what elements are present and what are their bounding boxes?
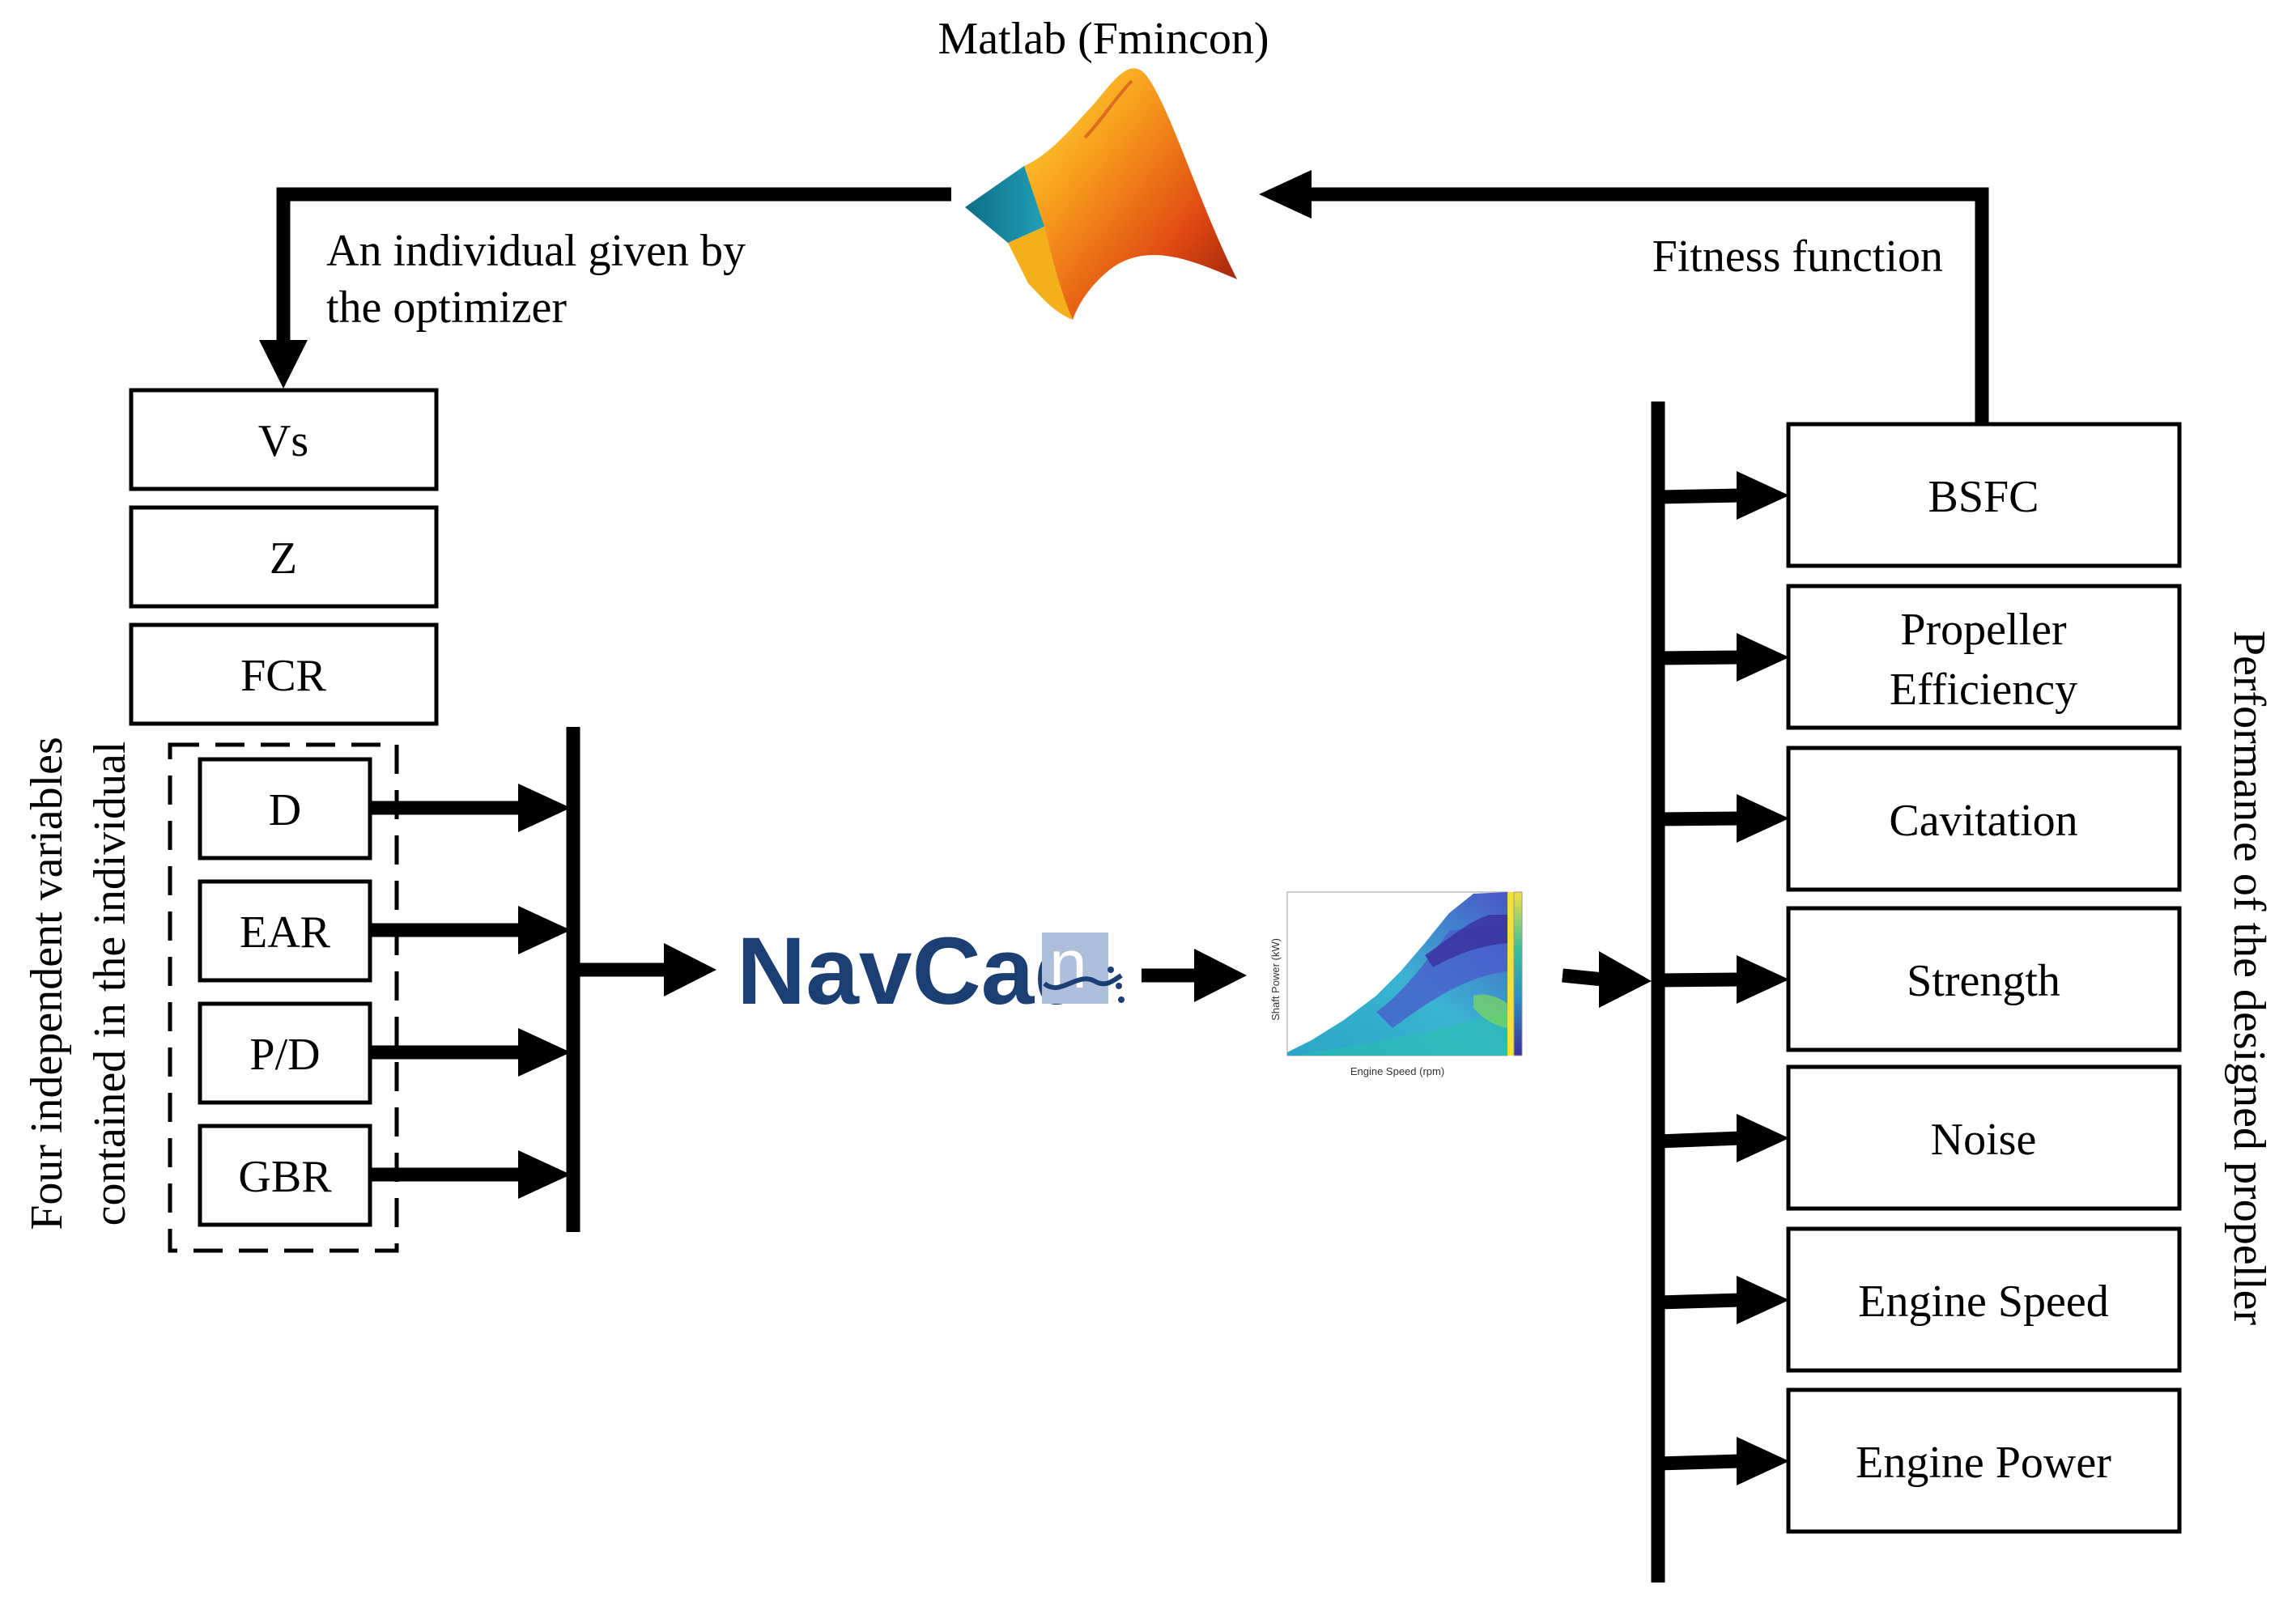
variable-box-pd — [198, 1001, 372, 1105]
map-yellow-edge — [1507, 892, 1516, 1056]
variable-box-ear — [198, 879, 372, 983]
independent-variables-caption: Four independent variables contained in … — [22, 737, 135, 1230]
output-label: Engine Power — [1856, 1438, 2111, 1488]
independent-caption-line2: contained in the individual — [85, 741, 135, 1226]
variable-label: D — [269, 785, 301, 835]
map-colorbar — [1513, 891, 1523, 1056]
variable-label: EAR — [240, 907, 331, 958]
map-xlabel: Engine Speed (rpm) — [1350, 1065, 1444, 1077]
variable-label: Z — [270, 533, 297, 584]
to-navcad-arrow — [573, 943, 716, 996]
output-box-cavitation — [1786, 746, 2182, 892]
output-box-engine-speed — [1786, 1226, 2182, 1373]
map-ylabel: Shaft Power (kW) — [1269, 938, 1282, 1021]
navcad-logo-icon: NavCad n — [737, 918, 1125, 1025]
independent-variable-list: D EAR P/D GBR — [198, 757, 372, 1227]
variable-box-d — [198, 757, 372, 860]
variable-box-vs — [129, 388, 439, 491]
individual-arrow — [259, 187, 951, 389]
to-outputs-arrow — [1562, 951, 1652, 1008]
navcad-mark-box — [1042, 933, 1108, 1004]
variable-label: FCR — [240, 651, 326, 701]
to-map-arrow — [1142, 949, 1247, 1002]
variable-label: GBR — [238, 1152, 332, 1202]
navcad-wordmark: NavCad — [737, 918, 1092, 1025]
performance-caption-text: Performance of the designed propeller — [2224, 631, 2274, 1326]
variable-box-gbr — [198, 1124, 372, 1227]
independent-variables-group — [168, 742, 399, 1253]
input-arrows — [370, 784, 571, 1199]
individual-label-line1: An individual given by — [326, 226, 746, 276]
output-label: Cavitation — [1889, 796, 2077, 846]
fitness-label: Fitness function — [1652, 232, 1943, 282]
output-label-line1: Propeller — [1900, 605, 2067, 655]
fitness-arrow — [1259, 170, 1989, 423]
variable-label: P/D — [249, 1030, 320, 1080]
output-box-engine-power — [1786, 1387, 2182, 1534]
variable-box-z — [129, 505, 439, 609]
output-box-bsfc — [1786, 422, 2182, 568]
output-arrows — [1657, 471, 1789, 1485]
variable-label: Vs — [258, 416, 308, 466]
output-label: Engine Speed — [1858, 1277, 2108, 1327]
output-box-strength — [1786, 906, 2182, 1052]
output-label: BSFC — [1928, 472, 2039, 522]
output-label: Strength — [1907, 956, 2060, 1006]
output-box-propeller-efficiency — [1786, 584, 2182, 730]
performance-caption: Performance of the designed propeller — [2224, 631, 2274, 1326]
fixed-variable-list: Vs Z FCR — [129, 388, 439, 726]
output-label-line2: Efficiency — [1890, 665, 2077, 715]
variable-box-fcr — [129, 622, 439, 726]
output-label: Noise — [1931, 1115, 2037, 1165]
matlab-logo-icon — [965, 68, 1237, 320]
navcad-mark: n — [1049, 926, 1087, 1002]
independent-caption-line1: Four independent variables — [22, 737, 72, 1230]
contour-map-icon: Engine Speed (rpm) Shaft Power (kW) — [1269, 889, 1537, 1077]
output-box-noise — [1786, 1064, 2182, 1211]
individual-label-line2: the optimizer — [326, 283, 567, 333]
output-list: BSFC Propeller Efficiency Cavitation Str… — [1786, 422, 2182, 1534]
optimizer-title: Matlab (Fmincon) — [938, 14, 1269, 64]
